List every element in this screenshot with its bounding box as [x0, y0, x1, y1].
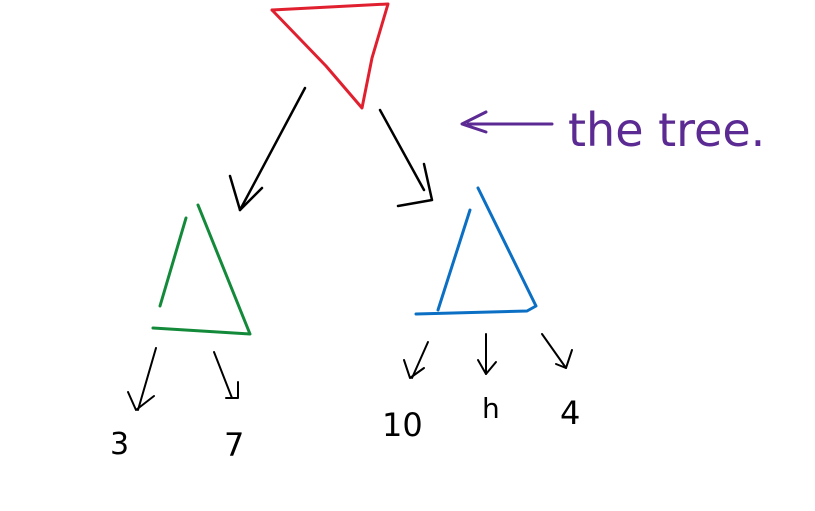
root-to-right-arrow: [378, 108, 434, 208]
leaf-label-4: 4: [560, 394, 580, 432]
left-leaf-arrow-1: [127, 347, 157, 411]
annotation-arrow: [460, 110, 554, 134]
right-leaf-arrow-3: [541, 333, 573, 369]
annotation-label: the tree.: [568, 103, 765, 157]
left-leaf-arrow-2: [213, 351, 239, 399]
right-leaf-arrow-1: [403, 341, 429, 379]
root-triangle: [270, 2, 390, 110]
leaf-label-7: 7: [224, 426, 244, 464]
left-subtree-triangle: [151, 203, 252, 336]
leaf-label-h: h: [482, 392, 500, 425]
leaf-label-3: 3: [110, 427, 129, 462]
leaf-label-10: 10: [382, 406, 423, 444]
right-subtree-triangle: [414, 186, 538, 316]
root-to-left-arrow: [228, 86, 307, 212]
right-leaf-arrow-2: [477, 333, 497, 375]
